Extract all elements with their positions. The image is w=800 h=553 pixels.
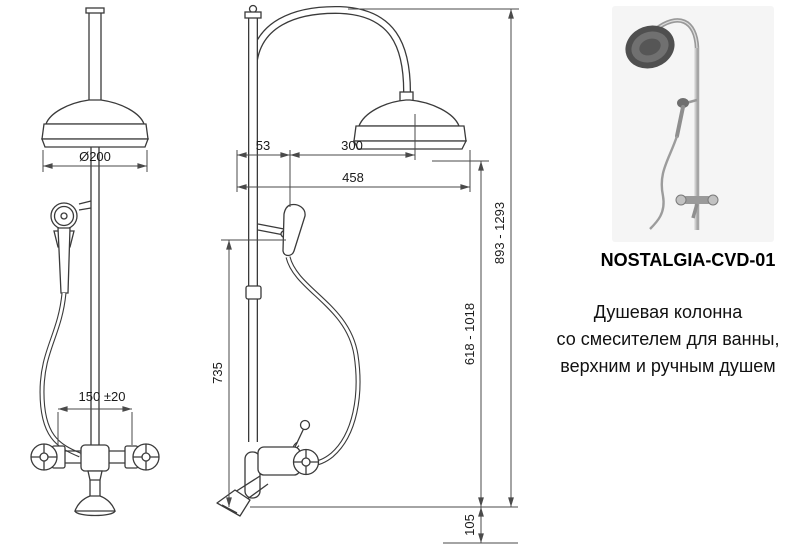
photo-hose [649,135,679,230]
photo-shower-head [625,25,675,69]
product-description-line: верхним и ручным душем [560,356,776,376]
product-description-line: со смесителем для ванны, [556,329,780,349]
dim-label-horn-offset: 53 [256,138,270,153]
dim-label-head-diameter: Ø200 [79,149,111,164]
front-hose [39,292,81,458]
dim-label-total-height-range: 893 - 1293 [492,202,507,264]
side-view-drawing [216,4,468,517]
dim-label-column-height: 735 [210,362,225,384]
side-arc-tube [249,5,412,97]
dim-label-spout-drop: 105 [462,514,477,536]
dim-label-head-height-range: 618 - 1018 [462,303,477,365]
photo-mixer [683,196,711,204]
front-top-cap [85,7,105,14]
side-hose [285,256,361,467]
front-hand-shower [50,202,78,294]
front-shower-head [41,99,149,148]
photo-hand-shower [677,98,689,108]
side-shower-head [352,99,468,150]
front-view-drawing [30,7,160,517]
dim-label-total-reach: 458 [342,170,364,185]
product-photo [612,6,774,242]
product-description: Душевая колонна со смесителем для ванны,… [528,299,800,380]
side-mixer [216,419,320,517]
dim-label-inlet-spacing: 150 ±20 [79,389,126,404]
product-code: NOSTALGIA-CVD-01 [600,250,776,270]
side-hand-shower [282,203,306,257]
dimension-lines [42,8,519,544]
dim-label-horn-length: 300 [341,138,363,153]
front-mixer [30,443,160,517]
product-description-line: Душевая колонна [593,302,743,322]
